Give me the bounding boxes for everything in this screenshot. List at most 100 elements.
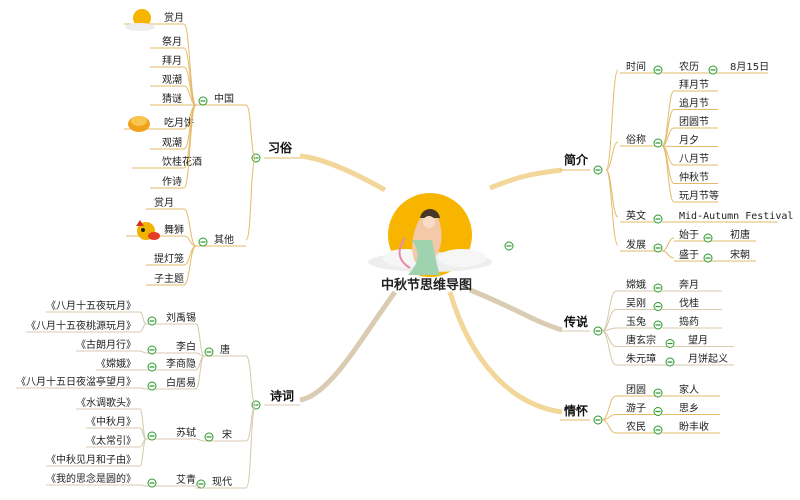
collapse-toggle[interactable] bbox=[147, 362, 157, 372]
node-chuanshuo-b[interactable]: 奔月 bbox=[679, 278, 699, 291]
node-poem[interactable]: 《八月十五夜桃源玩月》 bbox=[26, 319, 136, 332]
collapse-toggle[interactable] bbox=[653, 283, 663, 293]
node-qinghuai-b[interactable]: 盼丰收 bbox=[679, 420, 709, 433]
collapse-toggle-center[interactable] bbox=[504, 241, 514, 251]
collapse-toggle[interactable] bbox=[653, 320, 663, 330]
node-chuanshuo-b[interactable]: 伐桂 bbox=[679, 297, 699, 310]
link bbox=[605, 69, 619, 171]
node-date[interactable]: 8月15日 bbox=[730, 61, 769, 73]
node-poem[interactable]: 《八月十五夜玩月》 bbox=[46, 299, 136, 312]
center-title[interactable]: 中秋节思维导图 bbox=[381, 277, 472, 293]
node-fazhan[interactable]: 发展 bbox=[626, 238, 646, 251]
topic-jianjie[interactable]: 简介 bbox=[564, 152, 589, 167]
collapse-toggle[interactable] bbox=[147, 345, 157, 355]
collapse-toggle-jianjie[interactable] bbox=[593, 165, 603, 175]
node-suchen-item[interactable]: 仲秋节 bbox=[679, 171, 709, 184]
node-poet[interactable]: 白居易 bbox=[166, 376, 196, 389]
node-zhongguo-item[interactable]: 拜月 bbox=[162, 55, 182, 67]
node-chuanshuo-b[interactable]: 捣药 bbox=[679, 315, 699, 328]
node-poem[interactable]: 《嫦娥》 bbox=[96, 357, 136, 370]
node-suchen-item[interactable]: 拜月节 bbox=[679, 79, 709, 91]
node-poem[interactable]: 《八月十五日夜湓亭望月》 bbox=[16, 375, 136, 388]
link bbox=[195, 323, 205, 357]
collapse-toggle[interactable] bbox=[653, 302, 663, 311]
node-zhongguo-item[interactable]: 观潮 bbox=[162, 136, 182, 149]
collapse-toggle[interactable] bbox=[653, 407, 663, 416]
node-zhongguo-item[interactable]: 饮桂花酒 bbox=[162, 155, 202, 168]
node-chuanshuo-b[interactable]: 月饼起义 bbox=[688, 352, 728, 365]
collapse-toggle[interactable] bbox=[147, 316, 157, 326]
node-fazhan-a2[interactable]: 盛于 bbox=[679, 248, 699, 261]
node-zhongguo-item[interactable]: 祭月 bbox=[162, 36, 182, 48]
node-poem[interactable]: 《水调歌头》 bbox=[76, 396, 136, 409]
collapse-toggle[interactable] bbox=[147, 431, 157, 441]
node-yingwen-value[interactable]: Mid-Autumn Festival bbox=[679, 211, 793, 222]
link bbox=[601, 330, 617, 366]
node-qinghuai-a[interactable]: 农民 bbox=[626, 420, 646, 433]
link bbox=[183, 66, 197, 106]
node-fazhan-b2[interactable]: 宋朝 bbox=[730, 248, 750, 261]
node-qita-item[interactable]: 舞狮 bbox=[164, 223, 184, 236]
node-chuanshuo-a[interactable]: 嫦娥 bbox=[626, 278, 646, 291]
collapse-toggle[interactable] bbox=[665, 339, 675, 348]
node-chuanshuo-a[interactable]: 朱元璋 bbox=[626, 352, 656, 365]
node-shijian[interactable]: 时间 bbox=[626, 60, 646, 73]
node-zhongguo-item[interactable]: 猜谜 bbox=[162, 92, 182, 105]
node-fazhan-b1[interactable]: 初唐 bbox=[730, 228, 750, 241]
node-suchen[interactable]: 俗称 bbox=[626, 133, 646, 146]
node-qinghuai-b[interactable]: 思乡 bbox=[679, 403, 699, 415]
node-poem[interactable]: 《古朗月行》 bbox=[76, 338, 136, 351]
topic-xisu[interactable]: 习俗 bbox=[268, 140, 293, 155]
node-nongli[interactable]: 农历 bbox=[679, 60, 699, 73]
node-chuanshuo-b[interactable]: 望月 bbox=[688, 334, 708, 347]
node-suchen-item[interactable]: 追月节 bbox=[679, 97, 709, 110]
node-poem[interactable]: 《中秋月》 bbox=[86, 415, 136, 428]
node-suchen-item[interactable]: 团圆节 bbox=[679, 116, 709, 128]
node-qinghuai-a[interactable]: 游子 bbox=[626, 402, 646, 415]
branch-xisu bbox=[299, 153, 387, 193]
topic-qinghuai[interactable]: 情怀 bbox=[564, 403, 588, 418]
node-yingwen[interactable]: 英文 bbox=[626, 209, 646, 222]
lion-dance-icon bbox=[136, 220, 160, 240]
node-qita[interactable]: 其他 bbox=[214, 233, 234, 246]
node-chuanshuo-a[interactable]: 玉兔 bbox=[626, 315, 646, 328]
topic-shici[interactable]: 诗词 bbox=[270, 388, 294, 403]
node-zhongguo-item[interactable]: 赏月 bbox=[164, 12, 184, 24]
node-poet[interactable]: 李商隐 bbox=[166, 357, 196, 370]
node-qita-item[interactable]: 提灯笼 bbox=[154, 252, 184, 265]
node-fazhan-a1[interactable]: 始于 bbox=[679, 228, 699, 241]
collapse-toggle[interactable] bbox=[653, 425, 663, 435]
node-suchen-item[interactable]: 月夕 bbox=[679, 135, 699, 147]
node-zhongguo-item[interactable]: 观潮 bbox=[162, 73, 182, 86]
topic-chuanshuo[interactable]: 传说 bbox=[563, 314, 588, 329]
node-qinghuai-a[interactable]: 团圆 bbox=[626, 384, 646, 396]
node-zhongguo-item[interactable]: 作诗 bbox=[162, 175, 182, 188]
link bbox=[183, 235, 197, 247]
node-poem[interactable]: 《中秋见月和子由》 bbox=[46, 453, 136, 466]
node-tang[interactable]: 唐 bbox=[220, 343, 230, 356]
node-suchen-item[interactable]: 八月节 bbox=[679, 153, 709, 165]
node-suchen-item[interactable]: 玩月节等 bbox=[679, 189, 719, 202]
node-qinghuai-b[interactable]: 家人 bbox=[679, 383, 699, 396]
collapse-toggle-qinghuai[interactable] bbox=[593, 415, 603, 425]
node-chuanshuo-a[interactable]: 吴刚 bbox=[626, 298, 646, 310]
collapse-toggle[interactable] bbox=[665, 357, 675, 367]
node-chuanshuo-a[interactable]: 唐玄宗 bbox=[626, 334, 656, 347]
node-poet[interactable]: 刘禹锡 bbox=[166, 311, 196, 324]
node-song[interactable]: 宋 bbox=[222, 428, 232, 441]
node-poet[interactable]: 李白 bbox=[176, 340, 196, 353]
collapse-toggle[interactable] bbox=[147, 478, 157, 488]
node-qita-item[interactable]: 赏月 bbox=[154, 197, 174, 209]
link bbox=[139, 350, 147, 354]
node-poem[interactable]: 《太常引》 bbox=[86, 434, 136, 447]
node-qita-item[interactable]: 子主题 bbox=[154, 273, 184, 285]
node-poet[interactable]: 艾青 bbox=[176, 473, 196, 486]
collapse-toggle[interactable] bbox=[653, 388, 663, 398]
node-zhongguo-item[interactable]: 吃月饼 bbox=[164, 116, 194, 129]
collapse-toggle[interactable] bbox=[147, 381, 157, 391]
node-poet[interactable]: 苏轼 bbox=[176, 426, 196, 439]
node-zhongguo[interactable]: 中国 bbox=[214, 92, 234, 105]
node-xiandai[interactable]: 现代 bbox=[212, 476, 232, 488]
collapse-toggle-chuanshuo[interactable] bbox=[593, 326, 603, 336]
node-poem[interactable]: 《我的思念是圆的》 bbox=[46, 472, 136, 485]
